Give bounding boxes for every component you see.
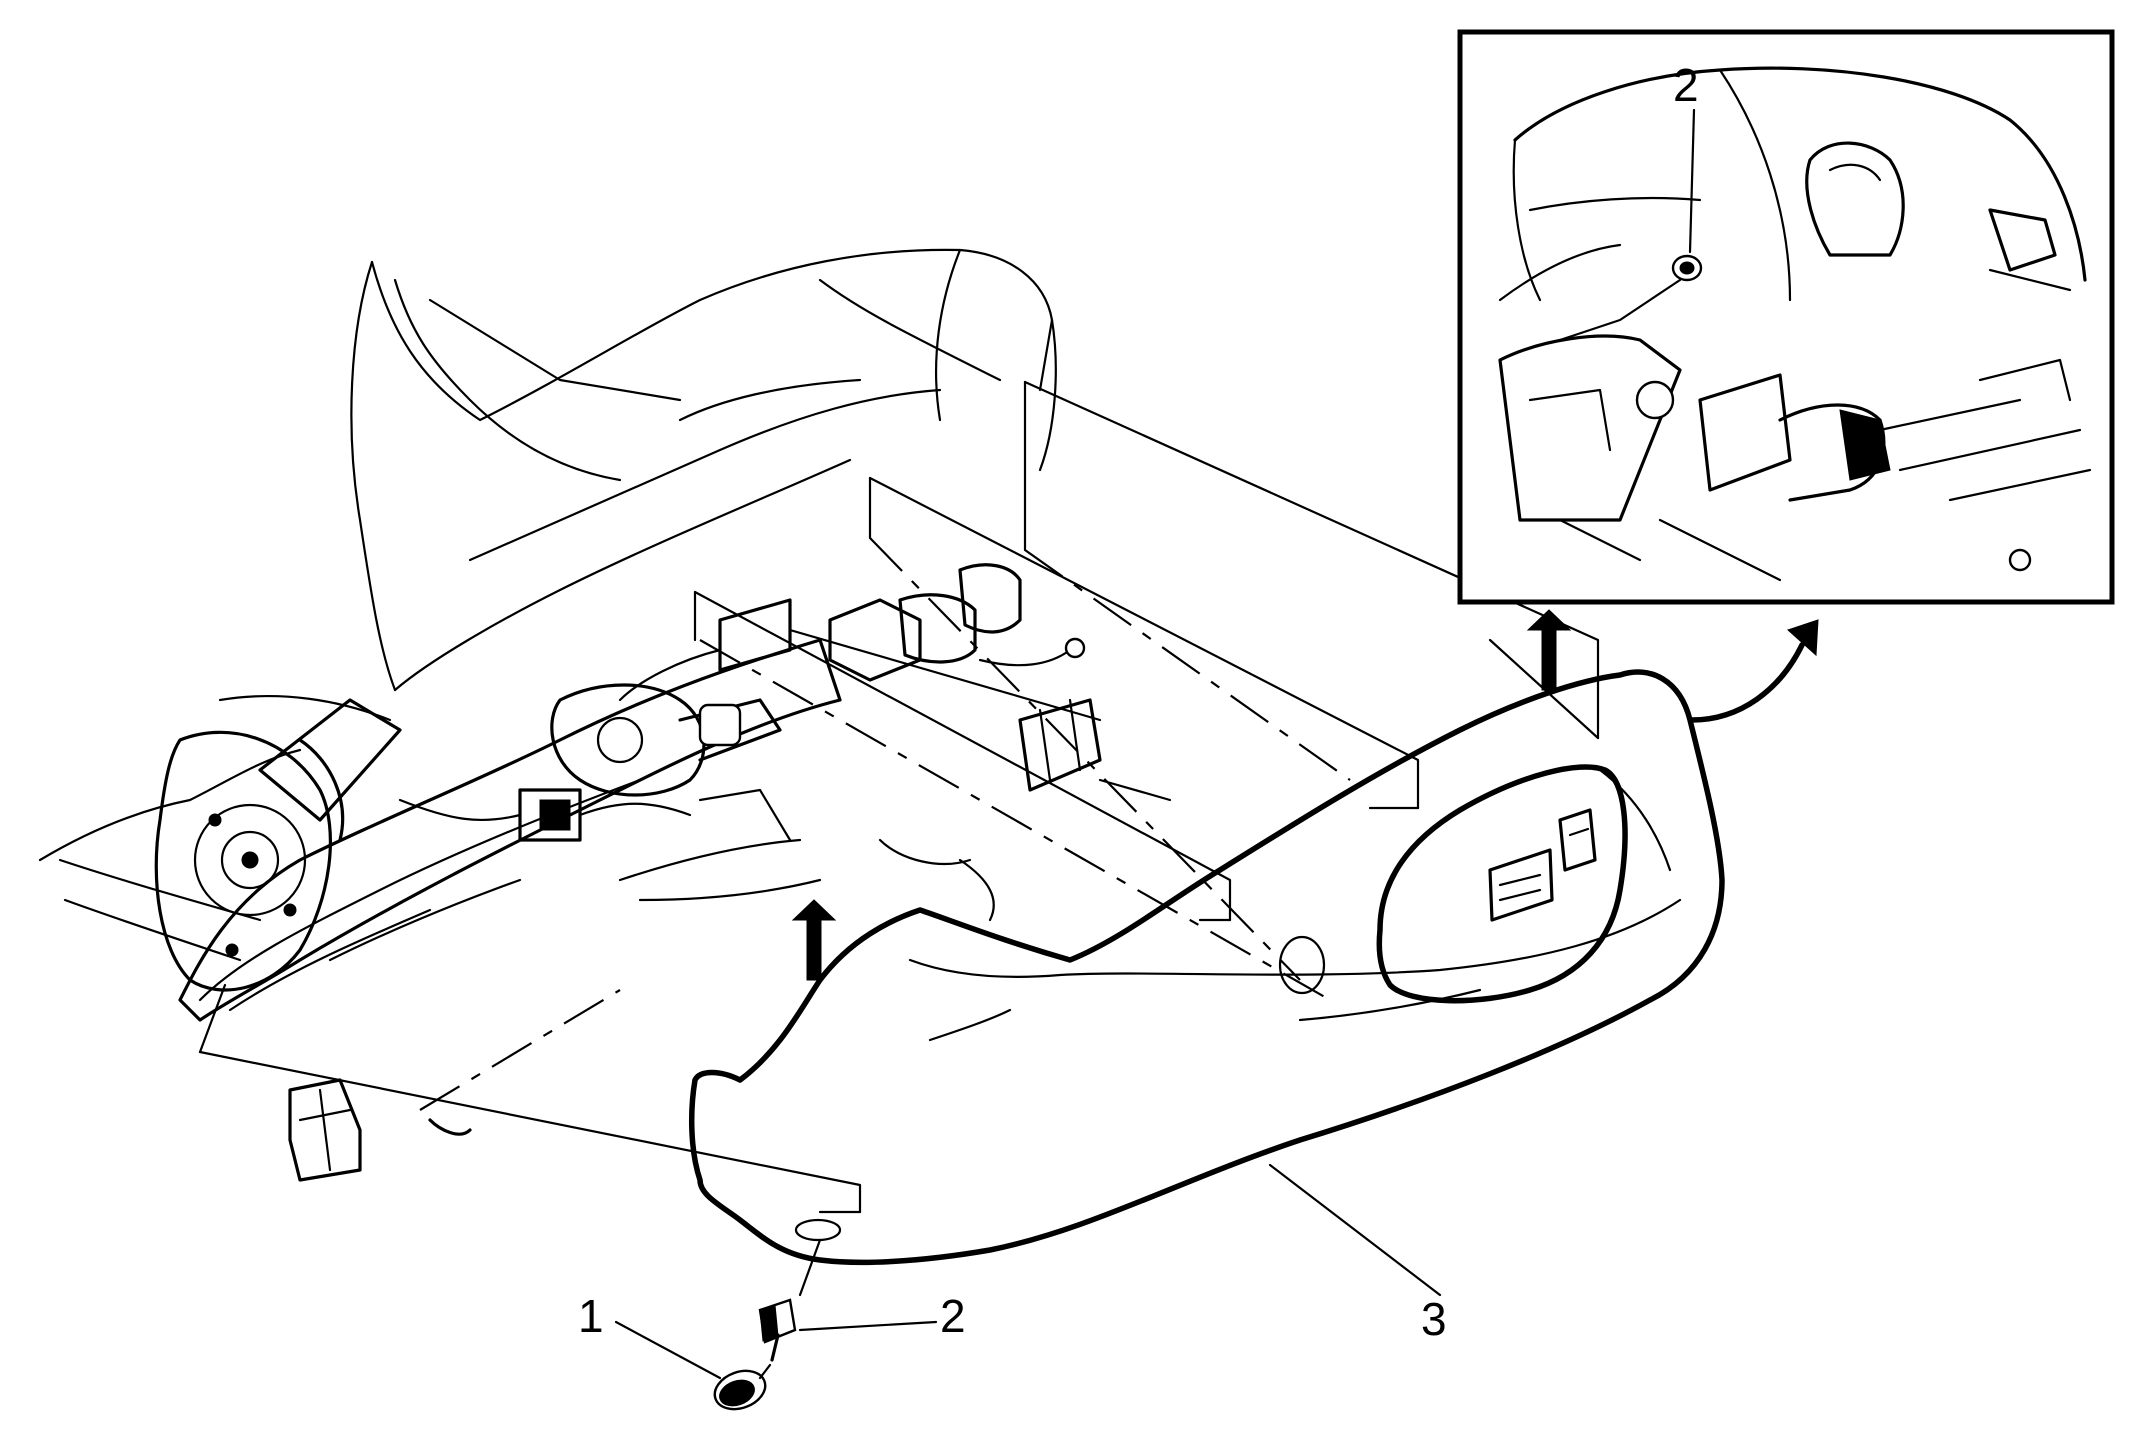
seat-frame-mechanism xyxy=(154,563,1172,1182)
leader-line-1 xyxy=(614,1320,722,1380)
leader-line-inset-2 xyxy=(1688,108,1696,254)
cap-item-1 xyxy=(713,1363,772,1411)
up-arrow-icon xyxy=(791,899,837,981)
callout-1: 1 xyxy=(578,1290,604,1342)
leader-line-3 xyxy=(1268,1163,1442,1297)
callout-3: 3 xyxy=(1421,1293,1447,1345)
callout-2: 2 xyxy=(940,1290,966,1342)
inset-nut-item-2 xyxy=(1560,256,1703,342)
alignment-planes xyxy=(198,380,1600,1214)
curved-arrow-icon xyxy=(1689,642,1805,723)
inset-callout-2: 2 xyxy=(1673,59,1699,111)
leader-line-2 xyxy=(798,1320,938,1332)
inset-detail-view xyxy=(1460,32,2115,605)
up-arrow-icon xyxy=(1526,609,1572,691)
seat-cushion-outline xyxy=(38,248,1057,962)
removal-arrows xyxy=(791,609,1819,981)
seat-side-trim-panel xyxy=(689,669,1725,1266)
bolt-item-2 xyxy=(758,1238,822,1362)
fasteners xyxy=(614,1163,1442,1411)
